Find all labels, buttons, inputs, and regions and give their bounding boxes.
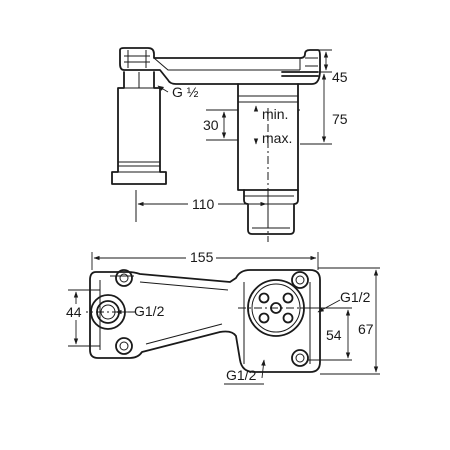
thread-callout-top: G ½ <box>157 84 199 100</box>
dim-54: 54 <box>326 327 342 343</box>
dim-155: 155 <box>190 249 214 265</box>
thread-callout-bottom: G1/2 <box>224 359 266 385</box>
label-g12-right: G1/2 <box>340 289 371 305</box>
dim-110-group: 110 <box>137 196 267 212</box>
dim-30: 30 <box>203 117 219 133</box>
front-view: 155 <box>64 249 380 385</box>
label-g12-bottom: G1/2 <box>226 367 257 383</box>
dim-44-group: 44 <box>64 289 100 347</box>
dim-155-group: 155 <box>91 249 319 270</box>
mounting-holes <box>115 269 309 367</box>
dim-67-group: 67 <box>318 267 380 375</box>
min-max-marks: min. max. 30 <box>203 105 300 146</box>
dim-75: 75 <box>332 111 348 127</box>
thread-callout-left: G1/2 <box>115 303 165 319</box>
left-cylinder <box>111 71 167 185</box>
spout-body <box>119 47 321 85</box>
dim-67: 67 <box>358 321 374 337</box>
thread-label: G ½ <box>172 84 199 100</box>
dim-44: 44 <box>66 304 82 320</box>
vertical-dims-side: 45 75 <box>300 49 348 145</box>
dim-54-group: 54 <box>300 307 352 361</box>
dim-45: 45 <box>332 69 348 85</box>
side-view: G ½ min. max. 30 45 75 110 <box>111 47 348 242</box>
dim-110: 110 <box>192 196 215 212</box>
mounting-plate <box>89 269 321 373</box>
max-label: max. <box>262 130 292 146</box>
min-label: min. <box>262 106 288 122</box>
thread-callout-right: G1/2 <box>317 289 371 313</box>
label-g12-left: G1/2 <box>134 303 165 319</box>
